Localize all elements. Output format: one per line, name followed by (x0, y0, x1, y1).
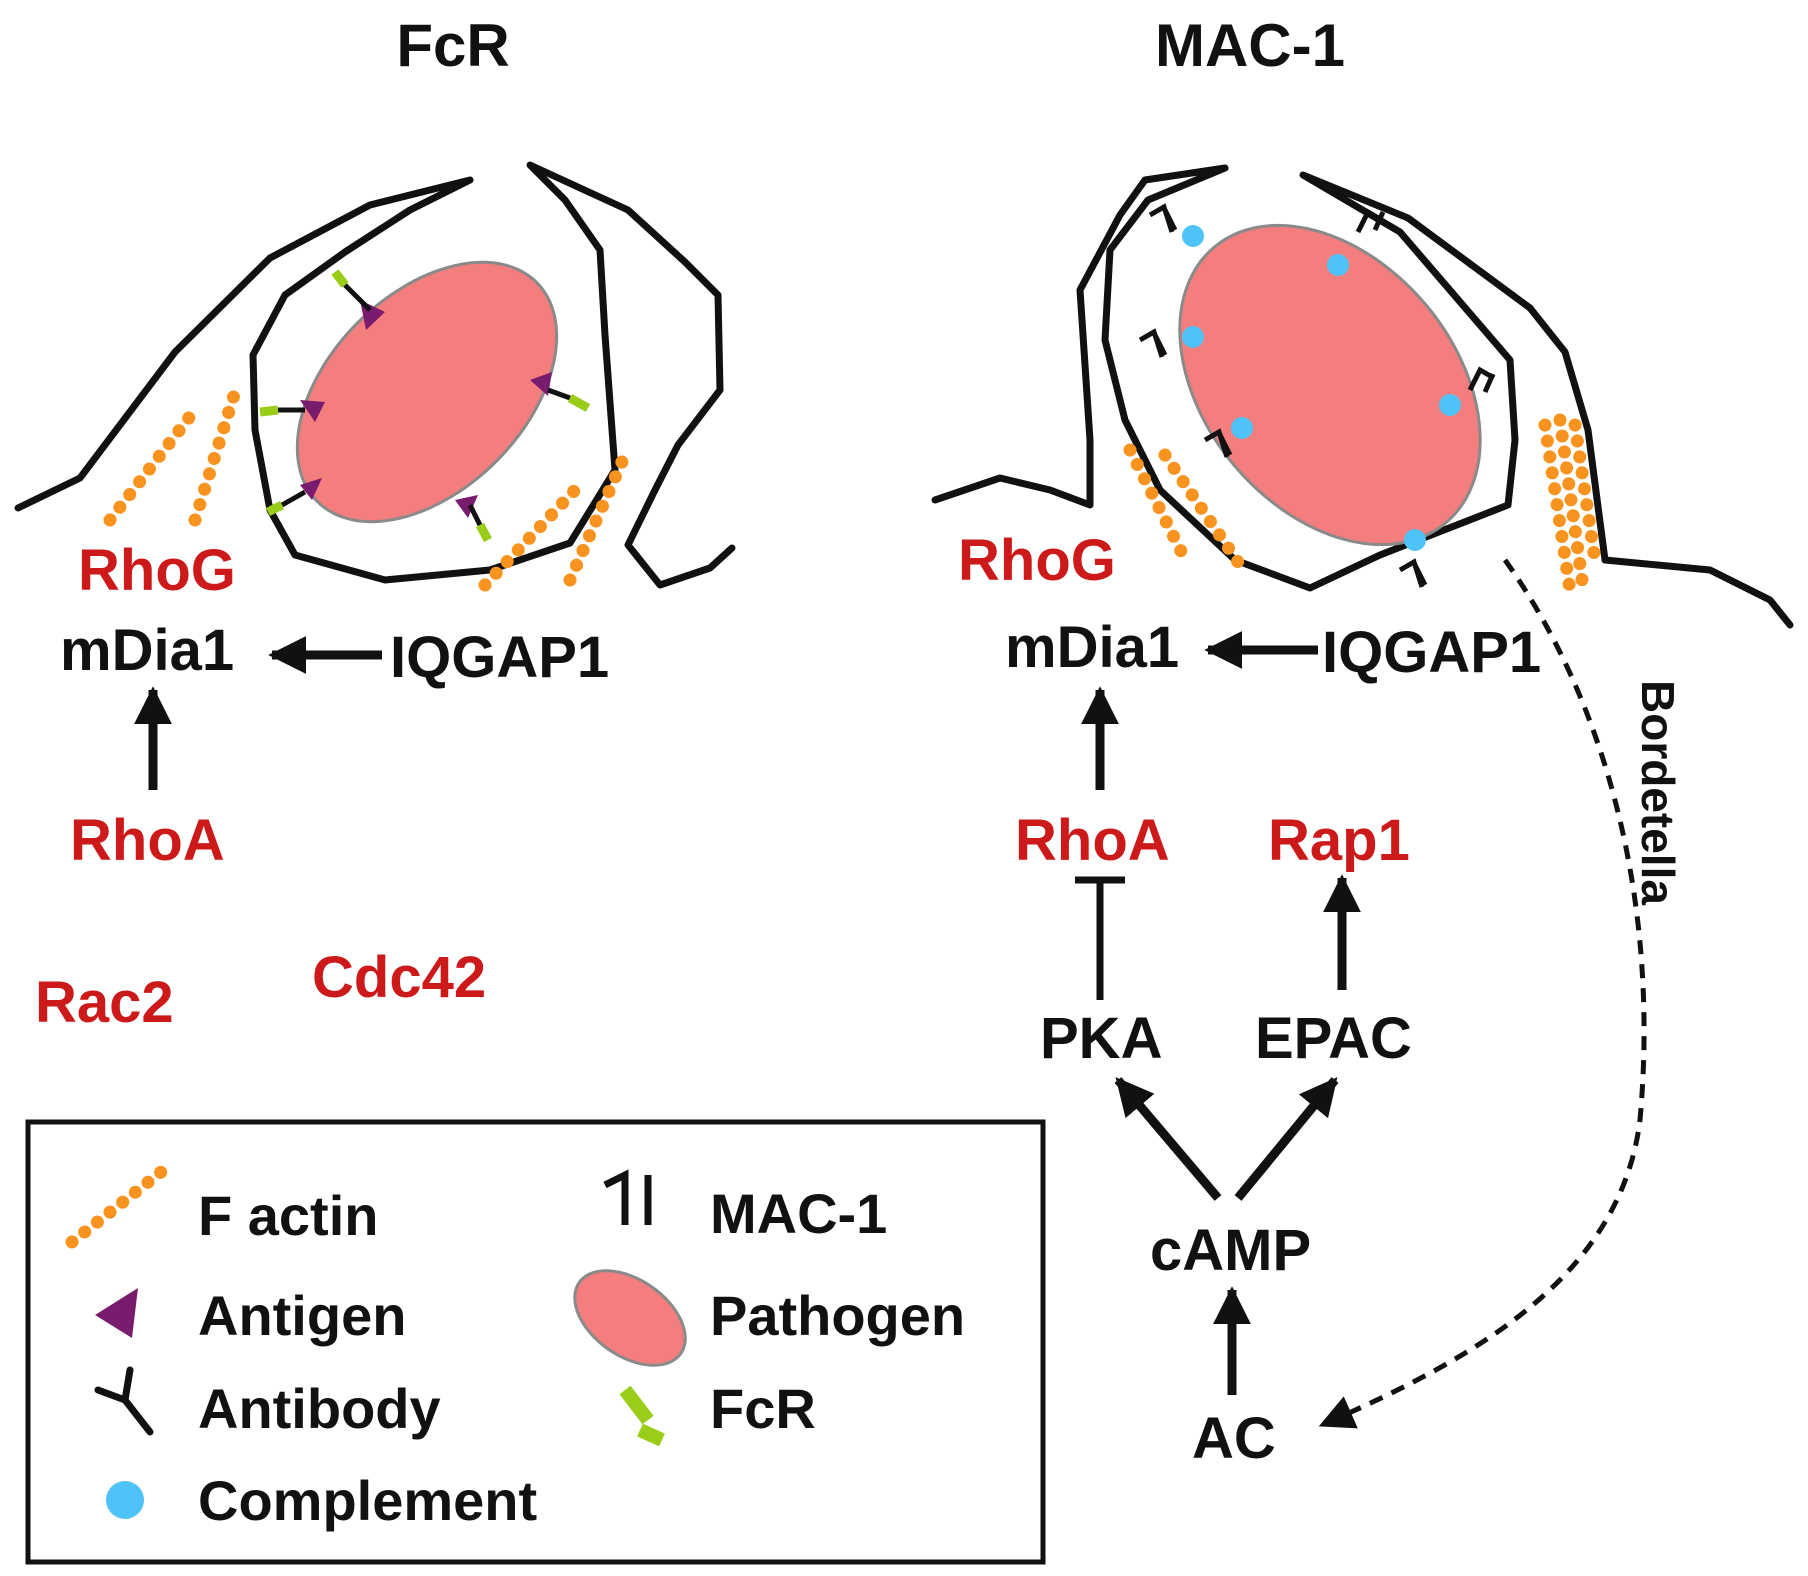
node-rac2: Rac2 (35, 970, 174, 1035)
legend-box (25, 1119, 1046, 1565)
antigen-icon (95, 1288, 138, 1338)
fcr-icon (619, 1385, 665, 1447)
fcr-antibody-complexes (259, 269, 591, 543)
node-rhoa-left: RhoA (70, 808, 225, 873)
pathogen-icon (573, 1269, 687, 1367)
mac1-icon (603, 1169, 652, 1225)
mac1-panel: MAC-1 (931, 12, 1794, 1471)
node-pka: PKA (1040, 1006, 1162, 1071)
arrow-camp-to-epac (1234, 1077, 1339, 1201)
node-iqgap1-left: IQGAP1 (390, 625, 609, 690)
panel-title-mac1: MAC-1 (1155, 12, 1345, 79)
legend-label-factin: F actin (198, 1184, 378, 1247)
legend-label-complement: Complement (198, 1469, 537, 1532)
mac1-receptors (1138, 203, 1496, 588)
node-ac: AC (1192, 1406, 1276, 1471)
panel-title-fcr: FcR (396, 12, 509, 79)
complement-dots (1182, 225, 1461, 551)
pathogen-mac1 (1178, 223, 1482, 547)
pathogen-fcr (295, 260, 559, 524)
node-rhoa-right: RhoA (1015, 808, 1170, 873)
legend-label-mac1: MAC-1 (710, 1182, 887, 1245)
fcr-panel: FcR (14, 12, 736, 1035)
legend-label-pathogen: Pathogen (710, 1284, 965, 1347)
actin-icon (65, 1158, 177, 1249)
complement-icon (106, 1481, 144, 1519)
node-rhog-left: RhoG (78, 538, 236, 603)
legend: F actin Antigen Antibody Complement MAC-… (25, 1119, 1046, 1565)
legend-label-antigen: Antigen (198, 1284, 406, 1347)
node-camp: cAMP (1150, 1218, 1311, 1283)
inhibit-pka-to-rhoa (1075, 876, 1125, 1000)
node-rap1: Rap1 (1268, 808, 1410, 873)
node-epac: EPAC (1255, 1006, 1412, 1071)
legend-label-fcr: FcR (710, 1377, 816, 1440)
node-mdia1-left: mDia1 (60, 618, 234, 683)
arrow-camp-to-pka (1114, 1077, 1222, 1201)
node-mdia1-right: mDia1 (1005, 615, 1179, 680)
node-rhog-right: RhoG (958, 528, 1116, 593)
actin-filaments-fcr (103, 385, 632, 592)
label-bordetella: Bordetella (1632, 680, 1684, 905)
antibody-icon (94, 1366, 154, 1436)
cell-membrane-mac1 (931, 164, 1794, 629)
node-cdc42: Cdc42 (312, 945, 486, 1010)
cell-membrane-fcr (14, 161, 736, 589)
node-iqgap1-right: IQGAP1 (1322, 620, 1541, 685)
bordetella-dashed-arrow (1318, 558, 1647, 1429)
actin-filaments-mac1 (1123, 413, 1602, 597)
legend-label-antibody: Antibody (198, 1377, 441, 1440)
